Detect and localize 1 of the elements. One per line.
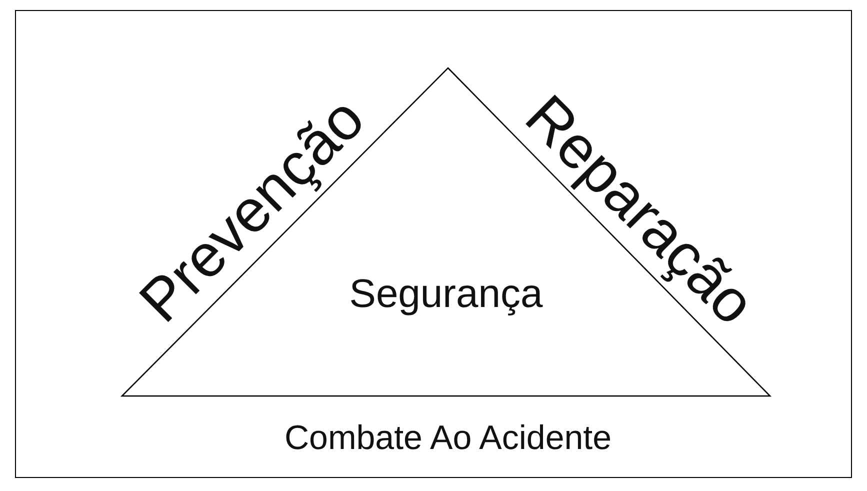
side-label: Combate Ao Acidente xyxy=(284,421,612,455)
